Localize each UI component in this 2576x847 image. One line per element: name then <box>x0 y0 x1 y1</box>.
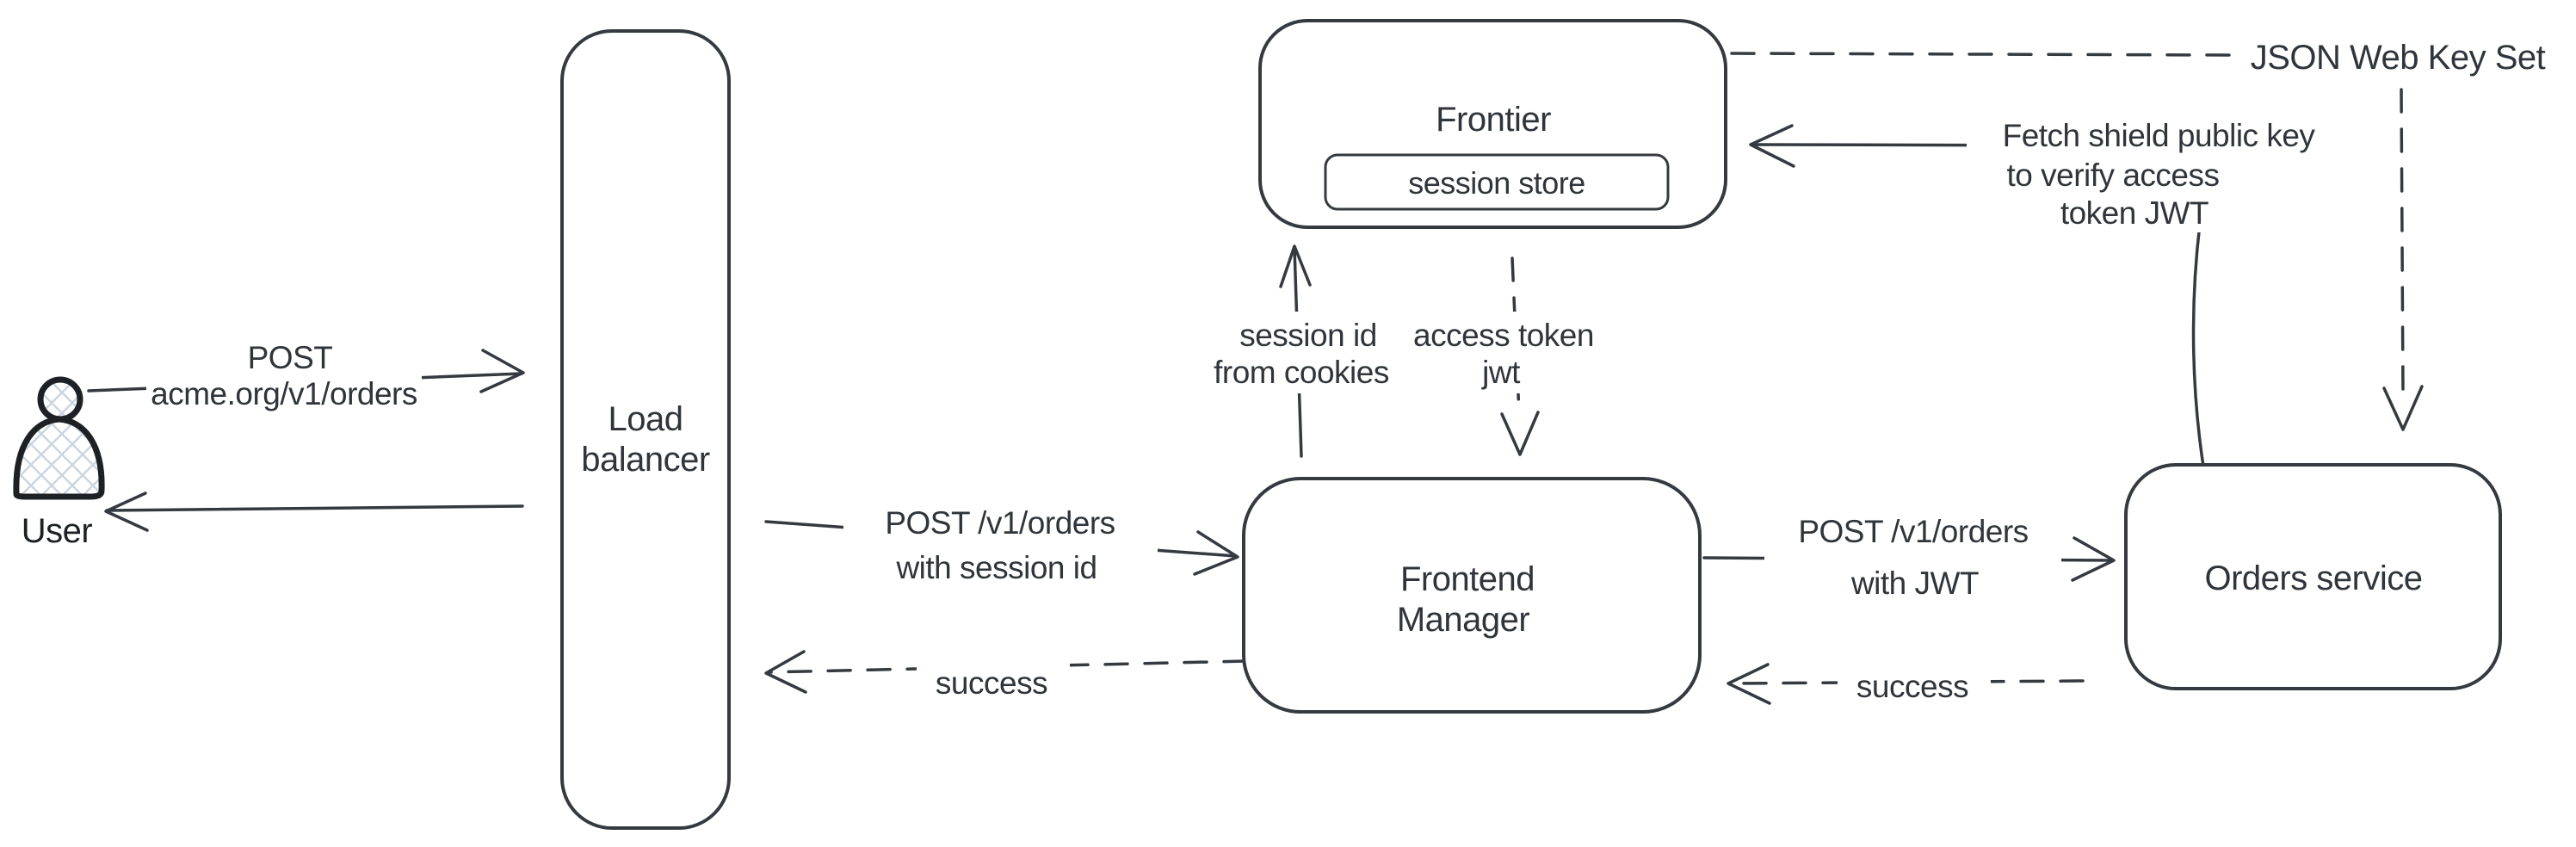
label-background <box>1838 658 1991 707</box>
label-background <box>1203 312 1412 393</box>
arrow-load-balancer-to-user[interactable] <box>104 492 524 532</box>
user-label: User <box>22 512 93 550</box>
arrowhead-left-icon <box>1727 663 1771 705</box>
arrowhead-left-icon <box>764 650 807 694</box>
line-frontier-to-jwks[interactable] <box>1730 52 2231 57</box>
user-node[interactable]: User <box>13 376 105 550</box>
label-background <box>1967 105 2354 232</box>
label-background <box>146 320 422 411</box>
edge-label-line2: acme.org/v1/orders <box>151 376 417 411</box>
edge-label-orders-service-to-frontier[interactable]: Fetch shield public key to verify access… <box>1967 105 2354 232</box>
session-store-label: session store <box>1408 165 1585 201</box>
arrowhead-up-icon <box>1279 244 1312 288</box>
person-icon <box>37 376 83 423</box>
arrow-shaft <box>2400 88 2405 396</box>
arrowhead-left-icon <box>1749 124 1795 168</box>
session-store-box[interactable] <box>1324 153 1670 211</box>
jwks-label: JSON Web Key Set <box>2251 39 2546 77</box>
edge-label-line2: with session id <box>895 550 1096 585</box>
frontend-manager-box[interactable] <box>1242 477 1702 714</box>
frontend-manager-node[interactable]: Frontend Manager <box>1242 477 1702 714</box>
edge-label-line3: token JWT <box>2060 195 2208 231</box>
dashed-line <box>1730 52 2231 57</box>
arrow-shaft <box>105 504 524 512</box>
edge-label-line1: POST /v1/orders <box>1798 514 2028 549</box>
edge-label-frontend-manager-to-load-balancer[interactable]: success <box>917 654 1070 702</box>
edge-label-success: success <box>1856 669 1968 704</box>
orders-service-box[interactable] <box>2124 463 2502 690</box>
edge-label-frontier-to-frontend-manager[interactable]: access token jwt <box>1406 312 1603 393</box>
edge-label-line1: Fetch shield public key <box>2003 118 2316 153</box>
label-background <box>917 654 1070 702</box>
arrowhead-down-icon <box>2382 385 2424 431</box>
frontend-manager-label-line2: Manager <box>1397 601 1530 639</box>
label-background <box>843 495 1158 592</box>
edge-label-line1: session id <box>1239 318 1377 353</box>
edge-label-success: success <box>936 665 1047 701</box>
arrowhead-right-icon <box>479 349 525 393</box>
frontier-node[interactable]: Frontier session store <box>1258 19 1727 229</box>
edge-label-line2: from cookies <box>1214 355 1389 390</box>
load-balancer-label-line2: balancer <box>581 441 710 479</box>
label-background <box>1764 510 2061 604</box>
arrowhead-right-icon <box>1193 530 1239 576</box>
label-background <box>1406 312 1603 393</box>
arrowhead-left-icon <box>104 492 149 532</box>
edge-label-line2: to verify access <box>2007 158 2220 193</box>
jwks-annotation[interactable]: JSON Web Key Set <box>2251 39 2546 77</box>
edge-label-line1: POST <box>248 340 333 375</box>
load-balancer-node[interactable]: Load balancer <box>560 29 731 830</box>
edge-label-line1: access token <box>1413 318 1594 353</box>
person-icon <box>13 416 105 500</box>
arrowhead-right-icon <box>2071 536 2116 582</box>
orders-service-label: Orders service <box>2204 560 2422 597</box>
edge-label-orders-service-to-frontend-manager[interactable]: success <box>1838 658 1991 707</box>
orders-service-node[interactable]: Orders service <box>2124 463 2502 690</box>
load-balancer-label-line1: Load <box>608 400 683 438</box>
edge-label-line2: jwt <box>1481 355 1521 390</box>
frontend-manager-label-line1: Frontend <box>1400 560 1535 598</box>
frontier-label: Frontier <box>1436 101 1551 139</box>
arrow-jwks-to-orders-service[interactable] <box>2382 88 2424 431</box>
edge-label-frontend-manager-to-frontier[interactable]: session id from cookies <box>1203 312 1412 393</box>
edge-label-line2: with JWT <box>1850 566 1979 601</box>
load-balancer-box[interactable] <box>560 29 731 830</box>
edge-label-load-balancer-to-frontend-manager[interactable]: POST /v1/orders with session id <box>843 495 1158 592</box>
edge-label-frontend-manager-to-orders-service[interactable]: POST /v1/orders with JWT <box>1764 510 2061 604</box>
arrowhead-down-icon <box>1500 411 1540 456</box>
edge-label-user-to-load-balancer[interactable]: POST acme.org/v1/orders <box>146 320 422 411</box>
edge-label-line1: POST /v1/orders <box>885 505 1115 541</box>
